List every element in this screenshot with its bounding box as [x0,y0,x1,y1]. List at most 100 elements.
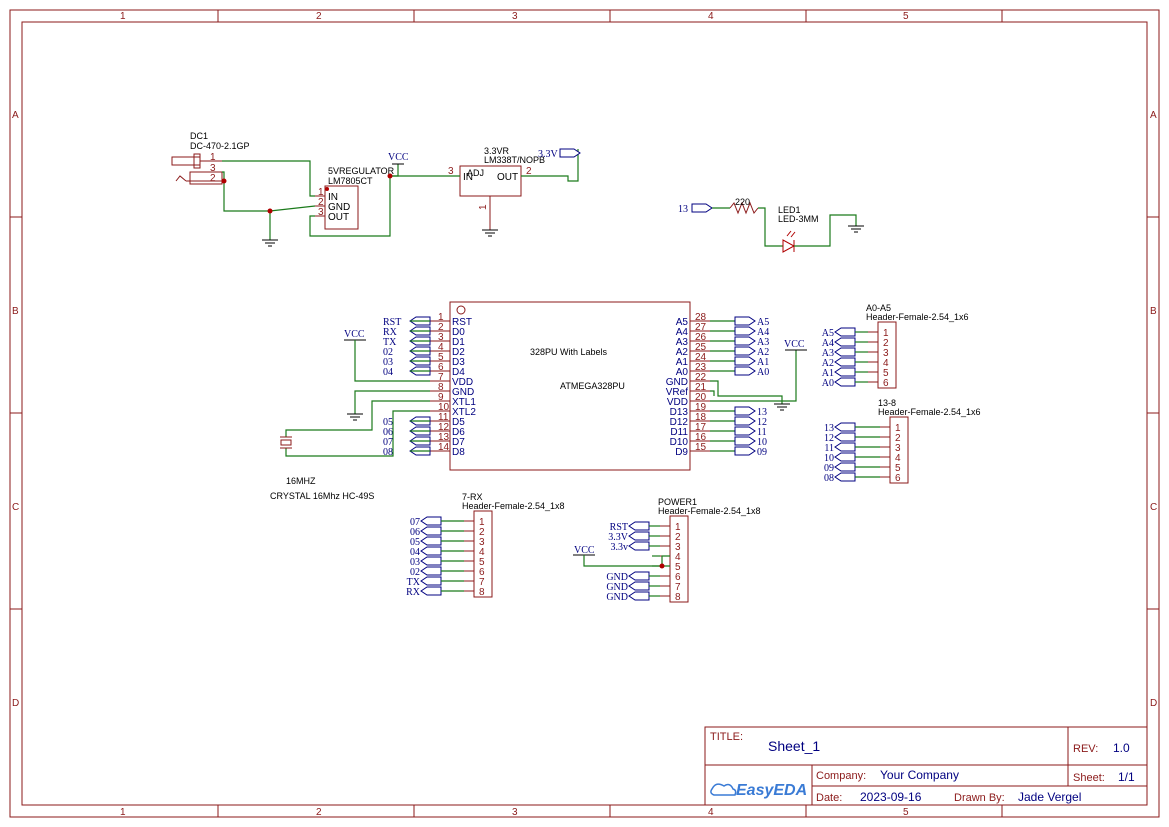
svg-text:VCC: VCC [784,339,805,350]
pin-name: A2 [676,347,689,358]
pin-number: 4 [438,342,444,353]
svg-text:IN: IN [328,192,338,203]
net-label: TX [383,337,397,348]
pin-name: D1 [452,337,465,348]
header-ref: POWER1 [658,497,697,507]
outer-frame [9,9,1160,818]
header-pin: 6 [883,378,889,389]
pin-number: 22 [695,372,707,383]
net-port [734,406,756,416]
header-ref: A0-A5 [866,303,891,313]
drawn-value: Jade Vergel [1018,790,1081,804]
header-pin: 2 [675,532,681,543]
pin-name: D13 [670,407,689,418]
header-pin: 8 [675,592,681,603]
zone-labels: 1 2 3 4 5 1 2 3 4 5 A B C D A B C D [12,11,1157,818]
svg-text:2: 2 [316,807,322,818]
regulator-5v[interactable]: 5VREGULATOR LM7805CT 1 2 3 IN GND OUT [315,166,395,230]
net-port [734,426,756,436]
header-pin: 3 [479,537,485,548]
header-power1[interactable]: POWER1Header-Female-2.54_1x81RST23.3V33.… [606,497,760,603]
net-label: A0 [757,367,769,378]
pin-name: A4 [676,327,689,338]
header-7-rx[interactable]: 7-RXHeader-Female-2.54_1x810720630540450… [406,492,564,598]
led-circuit[interactable]: 13 220 LED1 LED-3MM [678,197,864,253]
pin-name: D0 [452,327,465,338]
net-port [734,436,756,446]
net-label: 09 [824,463,834,474]
pin-name: XTL2 [452,407,476,418]
svg-text:B: B [1150,306,1157,317]
header-pin: 1 [895,423,901,434]
svg-text:DC1: DC1 [190,131,208,141]
date-value: 2023-09-16 [860,790,922,804]
header-power-extra: VCC [573,545,670,569]
net-label: 12 [757,417,767,428]
cloud-logo-icon [710,783,737,796]
net-port [834,462,856,472]
pin-number: 15 [695,442,707,453]
net-label: A1 [757,357,769,368]
header-pin: 1 [675,522,681,533]
pin-name: A5 [676,317,689,328]
regulator-3v3[interactable]: 3.3VR LM338T/NOPB IN ADJ OUT 3 2 1 [448,146,545,230]
svg-text:3.3VR: 3.3VR [484,146,510,156]
header-pin: 4 [883,358,889,369]
net-label: A2 [757,347,769,358]
net-label: 13 [757,407,767,418]
pin-name: A1 [676,357,689,368]
svg-text:LM338T/NOPB: LM338T/NOPB [484,155,545,165]
net-port [834,337,856,347]
pin-number: 16 [695,432,707,443]
pin-number: 11 [438,412,449,423]
net-port-13 [691,203,713,213]
header-pin: 7 [675,582,681,593]
pin-number: 20 [695,392,707,403]
easyeda-logo: EasyEDA [736,782,807,799]
net-label: 08 [824,473,834,484]
net-port [420,566,442,576]
svg-text:A: A [12,110,19,121]
header-pin: 3 [675,542,681,553]
header-pin: 2 [895,433,901,444]
net-label: 10 [824,453,834,464]
net-label: 12 [824,433,834,444]
header-ref: 13-8 [878,398,896,408]
svg-text:VCC: VCC [388,152,409,163]
pin-name: D6 [452,427,465,438]
svg-text:1: 1 [210,152,216,163]
header-value: Header-Female-2.54_1x8 [462,501,565,511]
net-label: 09 [757,447,767,458]
svg-text:D: D [12,698,19,709]
net-label: A2 [822,358,834,369]
svg-text:VCC: VCC [574,545,595,556]
svg-text:Drawn By:: Drawn By: [954,792,1005,804]
header-13-8[interactable]: 13-8Header-Female-2.54_1x611321231141050… [824,398,981,484]
net-label: 02 [410,567,420,578]
svg-text:16MHZ: 16MHZ [286,476,316,486]
dc-jack[interactable]: DC1 DC-470-2.1GP 1 3 2 [171,131,250,185]
net-label: A4 [822,338,834,349]
crystal[interactable]: 16MHZ CRYSTAL 16Mhz HC-49S [270,436,374,501]
net-label: A3 [757,337,769,348]
svg-text:328PU With Labels: 328PU With Labels [530,347,608,357]
net-port [734,366,756,376]
pin-number: 17 [695,422,707,433]
svg-text:B: B [12,306,19,317]
net-label: 11 [824,443,834,454]
svg-text:GND: GND [328,202,350,213]
pin-name: D4 [452,367,465,378]
pin-number: 10 [438,402,450,413]
header-a0-a5[interactable]: A0-A5Header-Female-2.54_1x61A52A43A34A25… [822,303,969,389]
header-pin: 6 [675,572,681,583]
net-label: A1 [822,368,834,379]
pin-name: A0 [676,367,689,378]
svg-text:2: 2 [318,197,324,208]
vcc-symbol: VCC [388,152,409,165]
title-value: Sheet_1 [768,738,820,754]
title-label: TITLE: [710,731,743,743]
net-label: GND [606,592,628,603]
pin-number: 2 [438,322,444,333]
